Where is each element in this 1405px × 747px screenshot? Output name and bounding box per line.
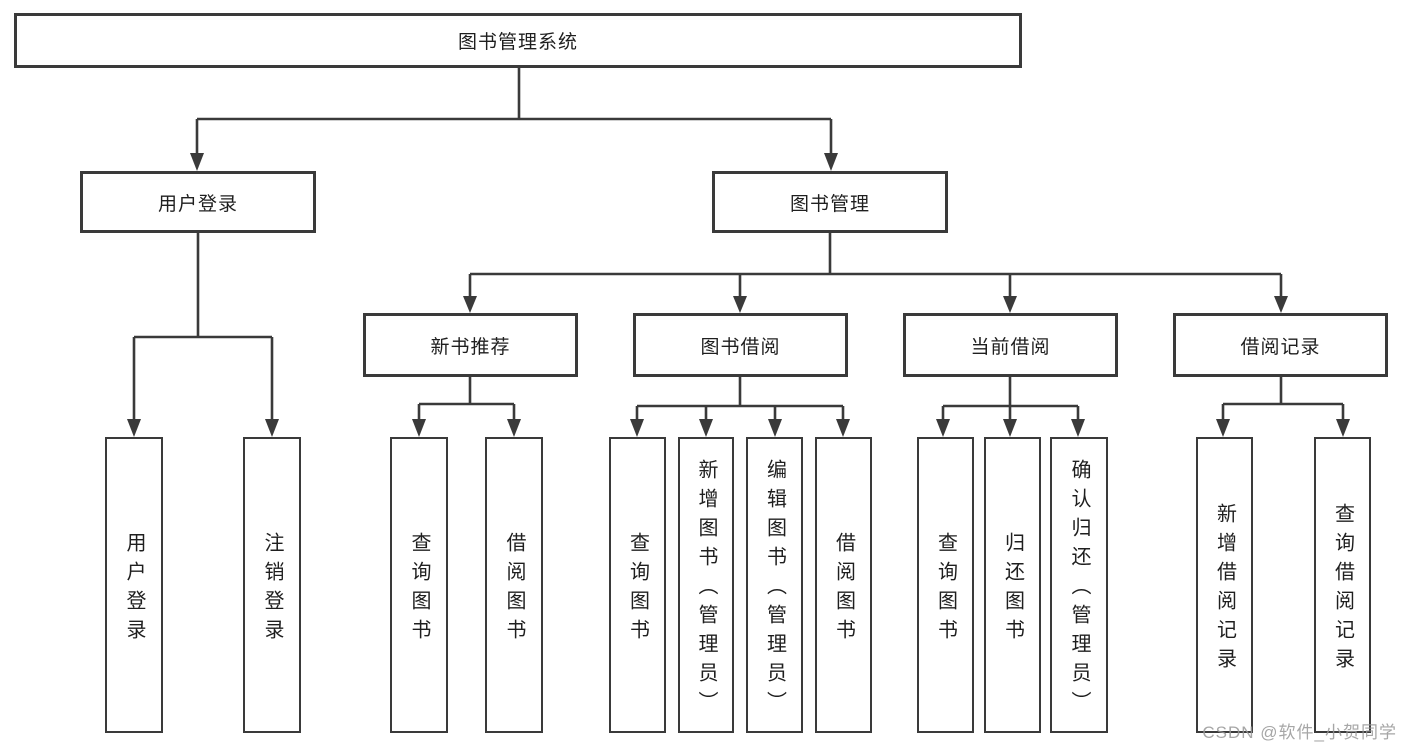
leaf-query-books-recommend: 查询图书 [390,437,448,733]
node-book-management: 图书管理 [712,171,948,233]
leaf-edit-books-admin: 编辑图书（管理员） [746,437,803,733]
leaf-user-login: 用户登录 [105,437,163,733]
leaf-query-borrow-record: 查询借阅记录 [1314,437,1371,733]
node-label: 新增图书（管理员） [695,459,717,720]
leaf-borrow-books: 借阅图书 [815,437,872,733]
node-label: 查询借阅记录 [1331,502,1354,677]
node-label: 用户登录 [157,193,238,215]
node-label: 当前借阅 [970,336,1051,358]
node-label: 查询图书 [934,531,957,648]
node-new-book-recommend: 新书推荐 [363,313,578,377]
node-label: 查询图书 [626,531,649,648]
csdn-watermark: CSDN @软件_小贺同学 [1202,723,1397,742]
leaf-add-books-admin: 新增图书（管理员） [678,437,734,733]
leaf-query-books-borrow: 查询图书 [609,437,666,733]
node-label: 确认归还（管理员） [1068,459,1090,720]
node-label: 图书借阅 [700,336,781,358]
leaf-return-books: 归还图书 [984,437,1041,733]
node-label: 新书推荐 [430,336,511,358]
node-label: 新增借阅记录 [1213,502,1236,677]
leaf-query-books-current: 查询图书 [917,437,974,733]
node-user-login: 用户登录 [80,171,316,233]
node-label: 图书管理 [789,193,870,215]
node-label: 归还图书 [1001,531,1024,648]
node-borrow-records: 借阅记录 [1173,313,1388,377]
leaf-add-borrow-record: 新增借阅记录 [1196,437,1253,733]
leaf-confirm-return-admin: 确认归还（管理员） [1050,437,1108,733]
node-root-system: 图书管理系统 [14,13,1022,68]
node-book-borrow: 图书借阅 [633,313,848,377]
node-current-borrow: 当前借阅 [903,313,1118,377]
node-label: 用户登录 [123,531,145,648]
leaf-logout: 注销登录 [243,437,301,733]
leaf-borrow-books-recommend: 借阅图书 [485,437,543,733]
node-label: 借阅图书 [832,531,855,648]
node-label: 查询图书 [408,531,430,648]
node-label: 编辑图书（管理员） [763,459,786,720]
node-label: 注销登录 [261,531,283,648]
node-label: 借阅记录 [1240,336,1321,358]
node-label: 图书管理系统 [457,32,578,53]
node-label: 借阅图书 [503,531,525,648]
